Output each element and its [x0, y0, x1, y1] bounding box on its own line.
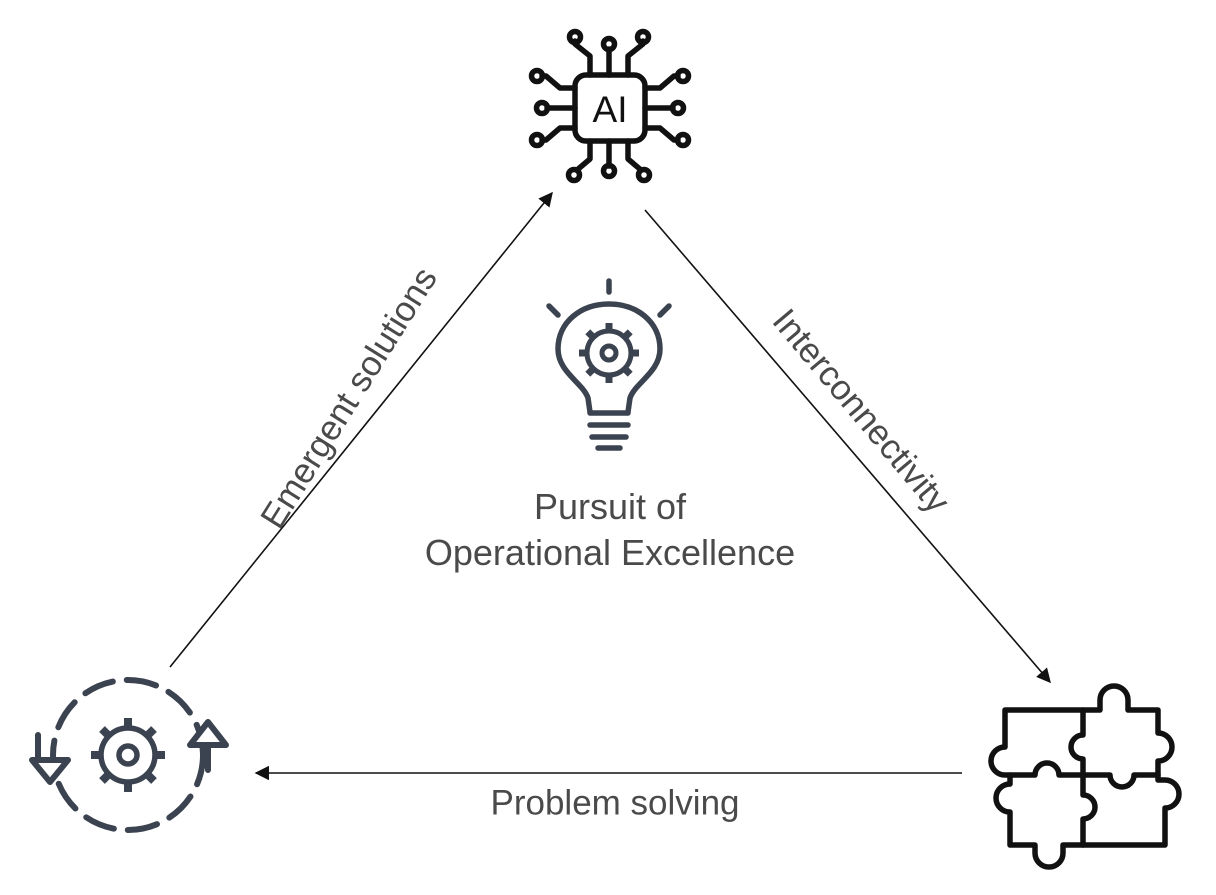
edge-interconnectivity-arrow — [644, 209, 1051, 684]
ai-chip-icon — [528, 28, 692, 184]
center-title: Pursuit of Operational Excellence — [425, 484, 795, 576]
center-title-line-2: Operational Excellence — [424, 532, 796, 573]
edge-label-problem-solving: Problem solving — [490, 783, 740, 823]
center-title-line-1: Pursuit of — [533, 486, 687, 527]
puzzle-icon — [988, 683, 1182, 870]
gear-cycle-icon — [29, 677, 229, 833]
edge-emergent-solutions-arrow — [169, 191, 553, 668]
lightbulb-gear-icon — [546, 278, 672, 451]
ai-chip-label: AI — [593, 89, 628, 130]
